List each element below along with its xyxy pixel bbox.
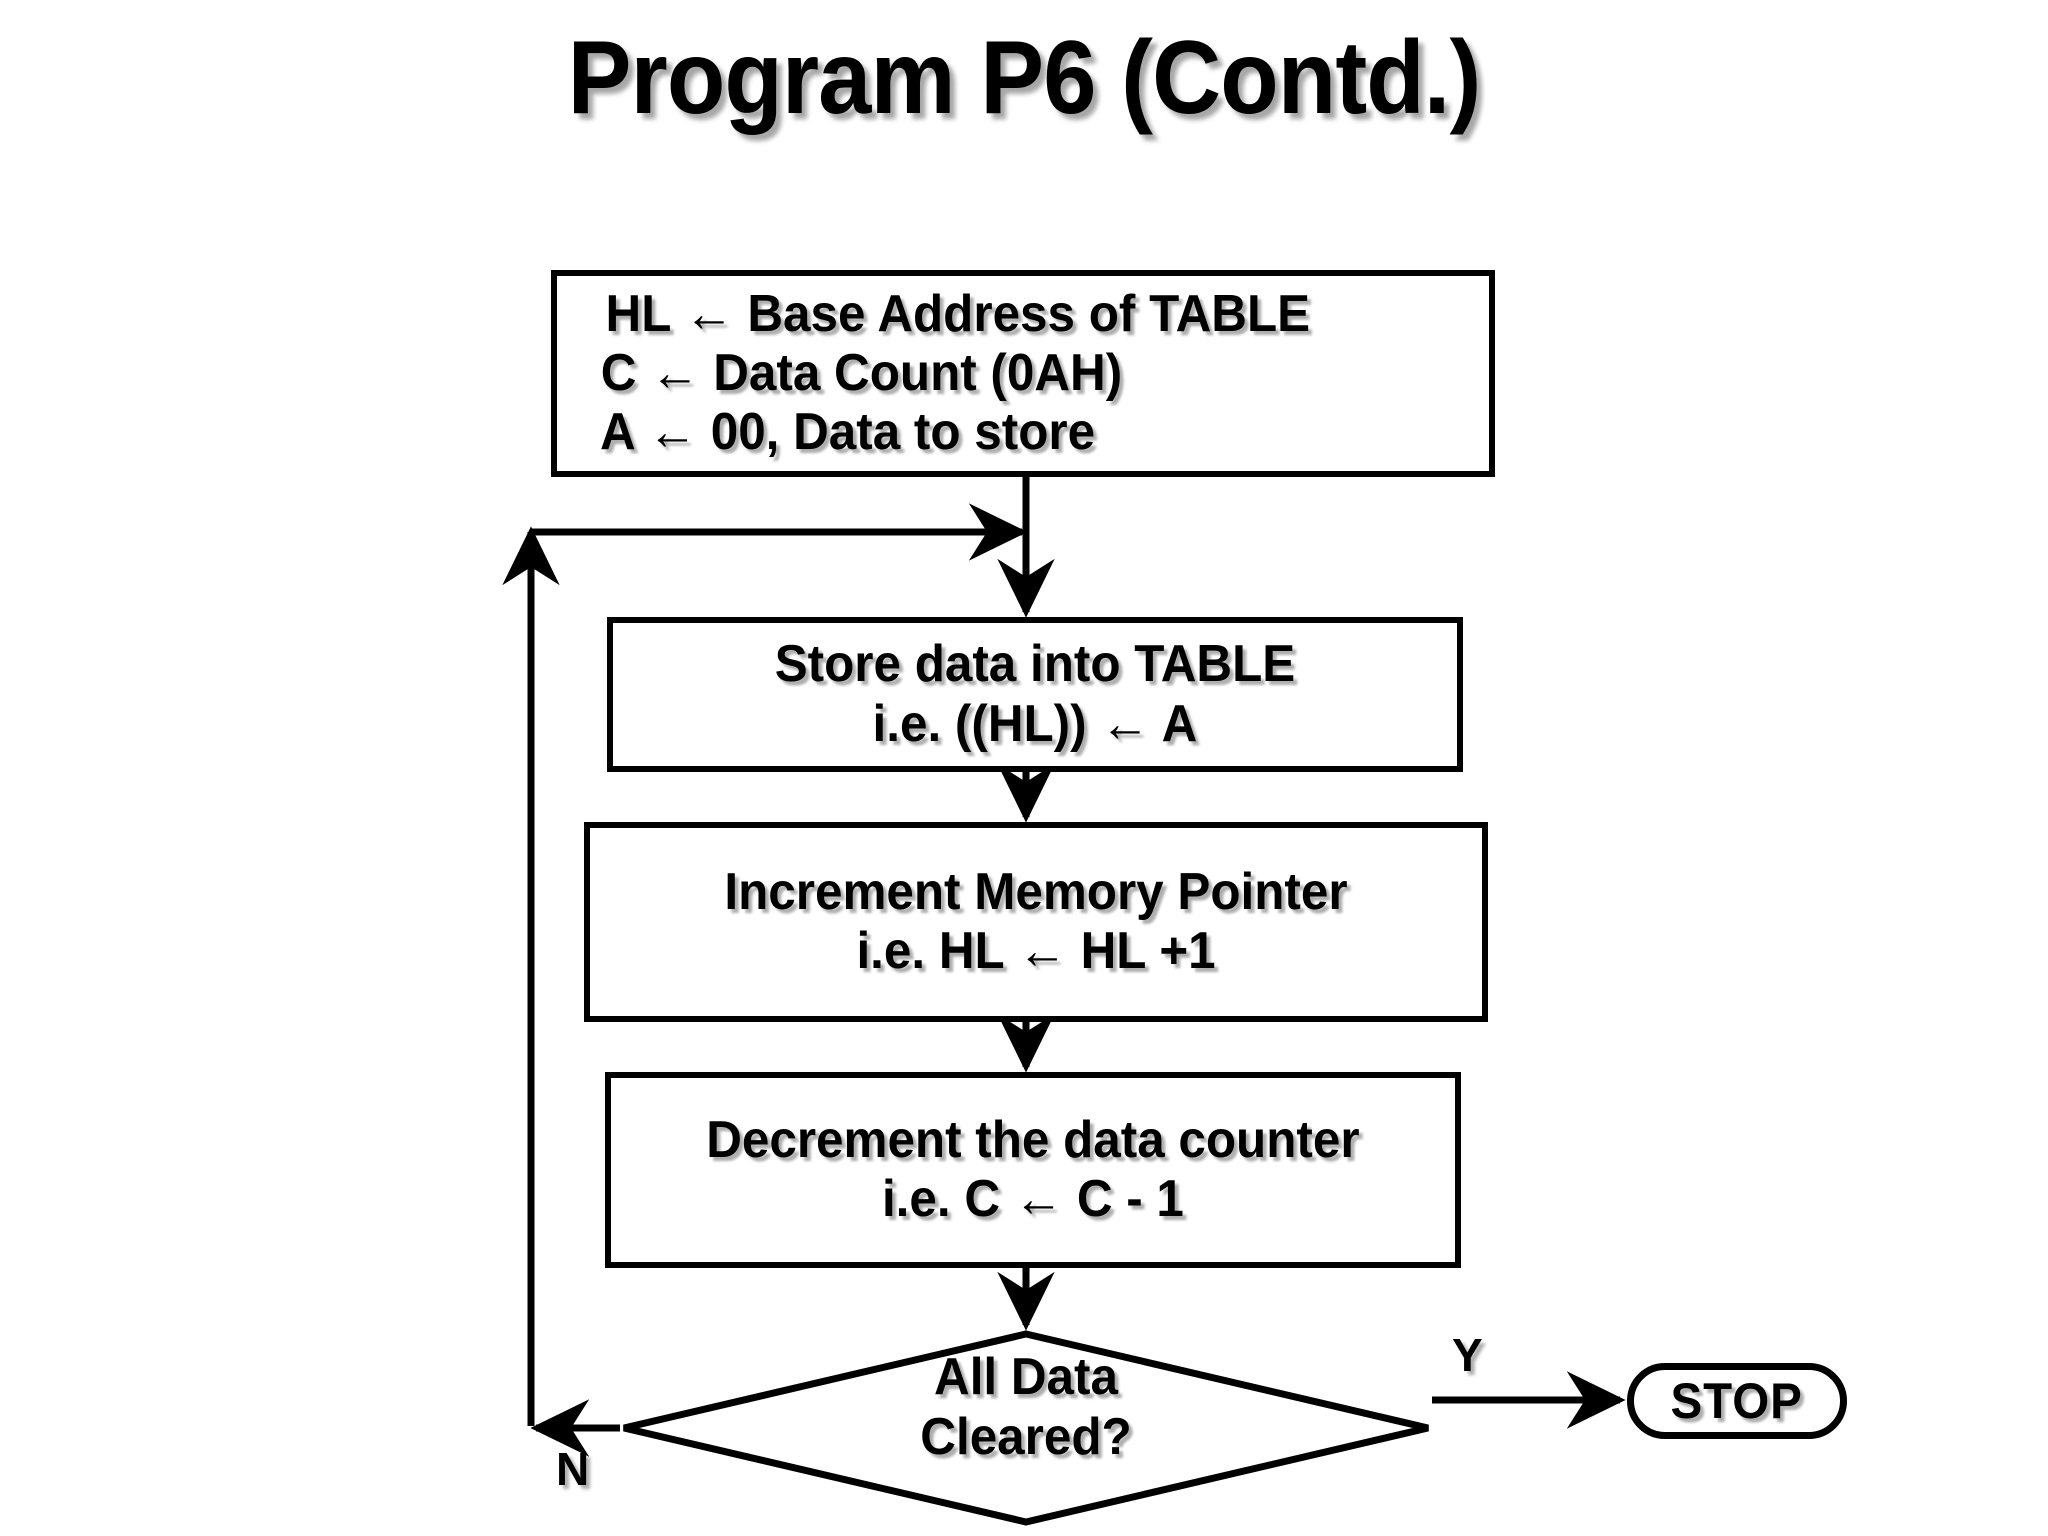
terminator-stop: STOP	[1627, 1363, 1847, 1439]
process-box-initialize: HL ← Base Address of TABLE C ← Data Coun…	[551, 270, 1495, 477]
decision-diamond-all-data-cleared: All Data Cleared?	[620, 1330, 1432, 1526]
process-line: i.e. ((HL)) ← A	[872, 694, 1198, 753]
decision-label: All Data Cleared?	[620, 1348, 1432, 1468]
process-line: HL ← Base Address of TABLE	[605, 284, 1311, 343]
process-line: i.e. C ← C - 1	[882, 1170, 1184, 1228]
terminator-label: STOP	[1670, 1372, 1804, 1429]
process-line: Increment Memory Pointer	[724, 862, 1348, 921]
process-line: A ← 00, Data to store	[600, 403, 1096, 462]
process-line: Decrement the data counter	[706, 1110, 1360, 1169]
page-title: Program P6 (Contd.)	[567, 20, 1482, 136]
process-line: i.e. HL ← HL +1	[856, 922, 1216, 980]
diamond-shape	[623, 1330, 1429, 1526]
edge-label-yes: Y	[1452, 1329, 1483, 1381]
process-box-increment-pointer: Increment Memory Pointer i.e. HL ← HL +1	[584, 822, 1488, 1022]
process-line: C ← Data Count (0AH)	[600, 343, 1123, 402]
process-box-decrement-counter: Decrement the data counter i.e. C ← C - …	[605, 1072, 1461, 1268]
process-line: Store data into TABLE	[774, 635, 1296, 694]
decision-line: Cleared?	[920, 1407, 1132, 1466]
process-box-store-data: Store data into TABLE i.e. ((HL)) ← A	[607, 617, 1463, 772]
edge-label-no: N	[556, 1443, 590, 1495]
decision-line: All Data	[934, 1348, 1118, 1406]
